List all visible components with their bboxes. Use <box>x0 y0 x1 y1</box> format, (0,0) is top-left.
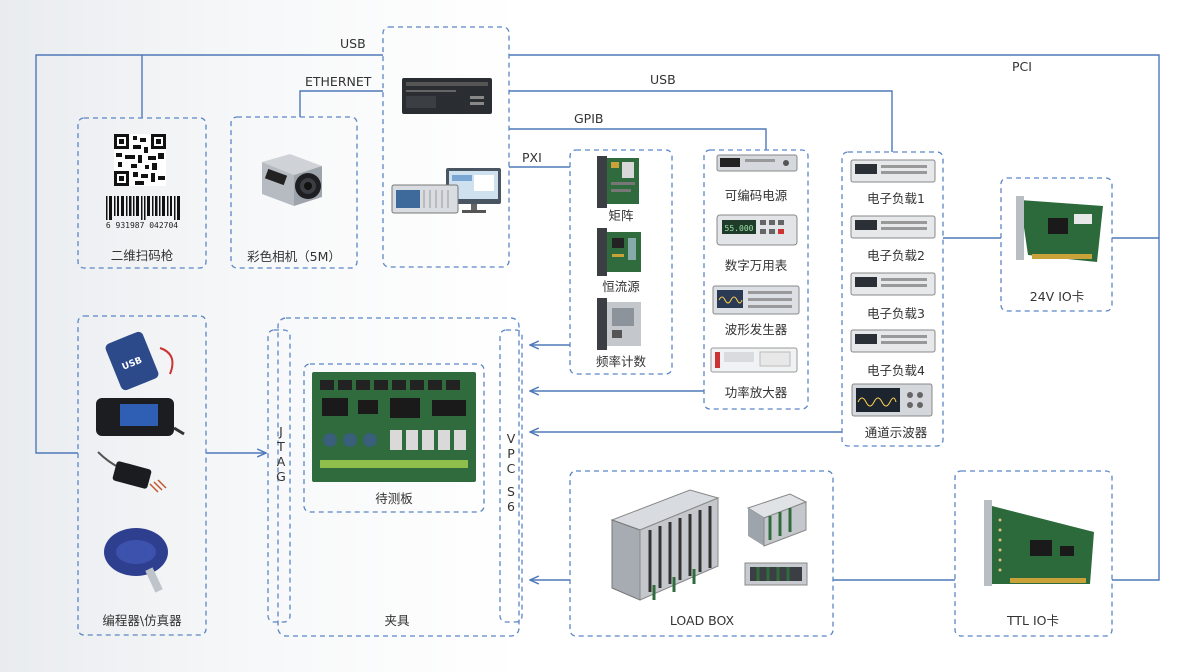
pxi-module-label-1: 矩阵 <box>608 208 634 223</box>
instrument-label-4: 功率放大器 <box>725 385 788 400</box>
matrix-module-icon <box>597 156 639 208</box>
io-card-group: 24V IO卡 <box>1000 177 1113 312</box>
dut-board-icon <box>312 372 476 482</box>
load-label-1: 电子负载1 <box>867 191 925 206</box>
usb-blaster-icon: USB <box>105 331 174 391</box>
vpc-char-5: 6 <box>507 499 515 514</box>
loads-group: 电子负载1 电子负载2 电子负载3 电子负载4 <box>841 151 944 447</box>
connection-lines <box>35 54 1160 580</box>
load-label-2: 电子负载2 <box>867 248 925 263</box>
instrument-label-3: 波形发生器 <box>725 322 788 337</box>
multimeter-icon: 55.000 <box>716 214 798 246</box>
jtag-char-3: A <box>277 454 286 469</box>
electronic-load-3-icon <box>850 272 936 296</box>
barcode-number: 6 931987 042704 <box>106 221 178 230</box>
camera-label: 彩色相机（5M） <box>247 249 341 264</box>
io-card-label: 24V IO卡 <box>1030 289 1084 304</box>
load-label-5: 通道示波器 <box>865 425 928 440</box>
load-box-module-icon <box>746 493 808 547</box>
scanner-group: 6 931987 042704 二维扫码枪 <box>77 117 207 269</box>
gpib-label: GPIB <box>574 111 604 126</box>
pxi-label: PXI <box>522 150 542 165</box>
load-label-4: 电子负载4 <box>867 363 925 378</box>
load-box-label: LOAD BOX <box>670 613 735 628</box>
vpc-char-3: C <box>507 461 516 476</box>
power-amplifier-icon <box>710 347 798 373</box>
current-source-module-icon <box>597 228 641 276</box>
pxi-modules-group: 矩阵 恒流源 频率计数 <box>569 149 673 375</box>
camera-icon <box>262 154 322 206</box>
electronic-load-1-icon <box>850 159 936 183</box>
usb-top-label: USB <box>340 36 366 51</box>
vpc-char-1: V <box>507 431 516 446</box>
load-box-group: LOAD BOX <box>569 470 834 637</box>
instrument-label-1: 可编码电源 <box>725 188 788 203</box>
electronic-load-2-icon <box>850 215 936 239</box>
instrument-label-2: 数字万用表 <box>725 258 788 273</box>
programmer-group: USB 编程器\仿真器 <box>77 315 207 636</box>
pxi-module-label-2: 恒流源 <box>602 279 640 294</box>
jtag-char-1: J <box>278 424 283 439</box>
usb-cable-adapter-icon <box>97 451 167 493</box>
vpc-char-4: S <box>507 484 515 499</box>
ethernet-label: ETHERNET <box>305 74 372 89</box>
waveform-generator-icon <box>712 285 800 315</box>
frequency-counter-module-icon <box>597 298 641 350</box>
load-label-3: 电子负载3 <box>867 306 925 321</box>
pci-label: PCI <box>1012 59 1032 74</box>
load-box-chassis-icon <box>610 489 720 601</box>
fixture-group: J T A G V P C S 6 <box>267 317 523 637</box>
jtag-char-4: G <box>276 469 286 484</box>
pxi-module-label-3: 频率计数 <box>596 354 647 369</box>
pxi-workstation-icon <box>391 168 501 214</box>
dut-label: 待测板 <box>375 491 413 506</box>
fixture-label: 夹具 <box>384 613 410 628</box>
qr-code-icon <box>114 134 166 186</box>
oscilloscope-icon <box>851 383 933 417</box>
ttl-card-label: TTL IO卡 <box>1006 613 1059 628</box>
industrial-pc-group <box>382 26 510 268</box>
scanner-label: 二维扫码枪 <box>111 248 174 263</box>
jlink-debugger-icon <box>96 398 185 436</box>
ttl-card-icon <box>984 500 1094 586</box>
camera-group: 彩色相机（5M） <box>230 116 358 269</box>
rack-server-icon <box>402 78 492 114</box>
emulator-dongle-icon <box>104 528 168 593</box>
electronic-load-4-icon <box>850 329 936 353</box>
vpc-char-2: P <box>507 446 515 461</box>
io-card-icon <box>1016 196 1103 262</box>
load-box-rack-icon <box>744 562 808 586</box>
programmer-label: 编程器\仿真器 <box>102 613 182 628</box>
power-supply-icon <box>716 154 798 172</box>
usb-mid-label: USB <box>650 72 676 87</box>
ttl-card-group: TTL IO卡 <box>954 470 1113 637</box>
barcode-icon <box>106 196 180 220</box>
instruments-group: 可编码电源 55.000 数字万用表 波形发生器 功 <box>703 149 809 410</box>
jtag-char-2: T <box>276 439 285 454</box>
svg-text:55.000: 55.000 <box>725 224 754 233</box>
